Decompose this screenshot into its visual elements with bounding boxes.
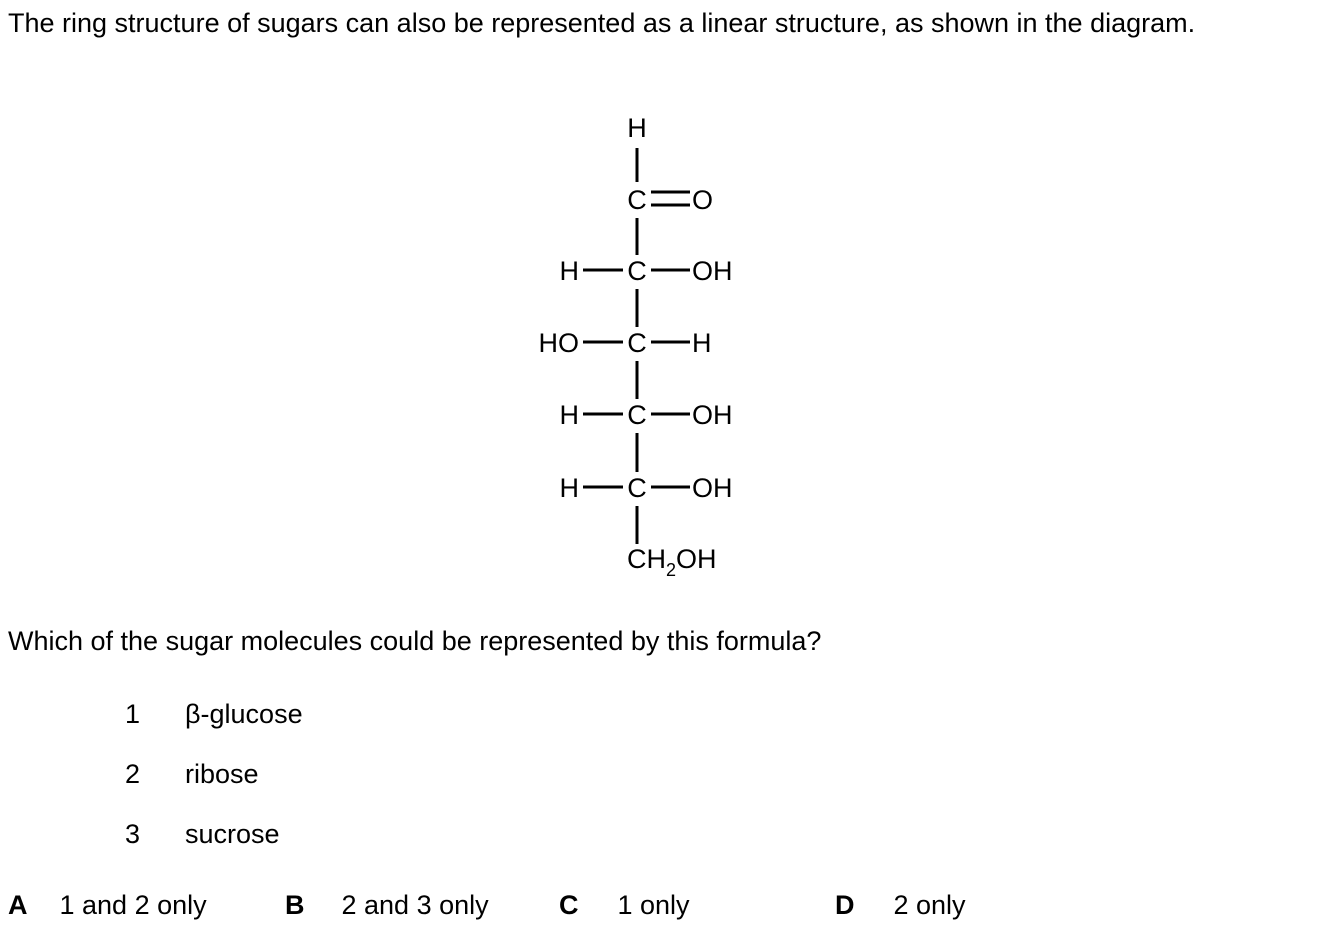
option-letter: D (835, 890, 855, 920)
statement-name: sucrose (185, 819, 280, 849)
row2-left: H (560, 256, 580, 286)
statement-1: 1 β-glucose (0, 697, 600, 732)
row3-left: HO (539, 328, 580, 358)
question-text: Which of the sugar molecules could be re… (8, 626, 822, 656)
option-letter: B (285, 890, 305, 920)
statement-number: 2 (125, 759, 141, 789)
statement-number: 1 (125, 699, 141, 729)
row5-carbon: C (627, 473, 647, 503)
row5-right: OH (692, 473, 733, 503)
statement-2: 2 ribose (0, 757, 600, 792)
option-d[interactable]: D 2 only (835, 888, 966, 923)
statement-name: ribose (185, 759, 259, 789)
option-b[interactable]: B 2 and 3 only (285, 888, 489, 923)
bottom-ch2oh: CH2OH (627, 544, 717, 580)
statement-3: 3 sucrose (0, 817, 600, 852)
row3-carbon: C (627, 328, 647, 358)
row2-right: OH (692, 256, 733, 286)
statement-name: β-glucose (185, 699, 303, 729)
option-text: 2 only (893, 890, 966, 920)
row4-left: H (560, 400, 580, 430)
bottom-subscript: 2 (666, 560, 676, 580)
option-letter: A (8, 890, 28, 920)
option-a[interactable]: A 1 and 2 only (8, 888, 207, 923)
row3-right: H (692, 328, 712, 358)
bottom-oh: OH (676, 544, 717, 574)
atom-c1-o: O (692, 185, 713, 215)
row4-right: OH (692, 400, 733, 430)
option-text: 2 and 3 only (341, 890, 489, 920)
atom-top-h: H (627, 113, 647, 143)
option-text: 1 and 2 only (59, 890, 207, 920)
atom-c1: C (627, 185, 647, 215)
bottom-ch: CH (627, 544, 666, 574)
option-letter: C (559, 890, 579, 920)
statement-number: 3 (125, 819, 141, 849)
row4-carbon: C (627, 400, 647, 430)
option-text: 1 only (617, 890, 690, 920)
option-c[interactable]: C 1 only (559, 888, 690, 923)
intro-text: The ring structure of sugars can also be… (8, 8, 1196, 38)
row5-left: H (560, 473, 580, 503)
row2-carbon: C (627, 256, 647, 286)
